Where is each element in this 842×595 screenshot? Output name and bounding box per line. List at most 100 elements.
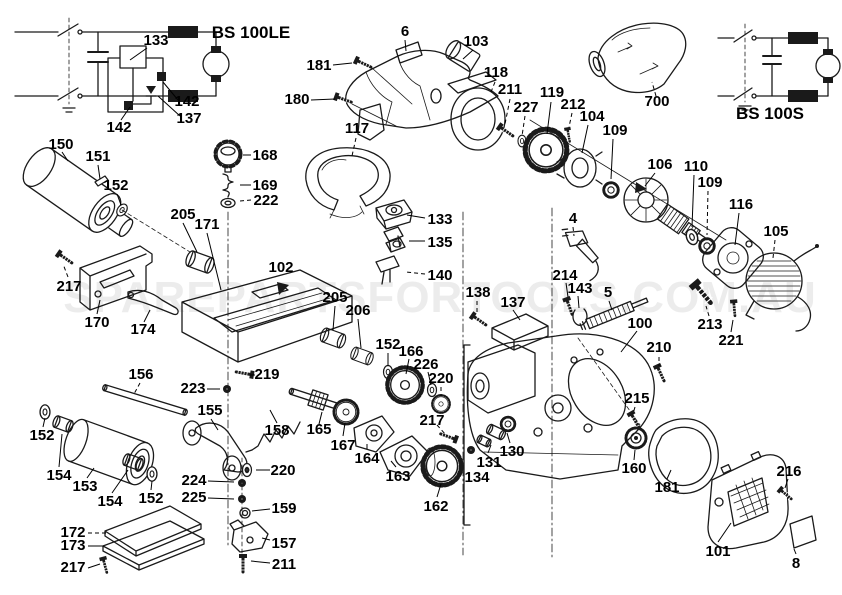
part-label-212: 212 (560, 96, 585, 113)
leader-line-131 (487, 444, 492, 454)
part-label-116: 116 (729, 196, 753, 213)
leader-line-174 (143, 309, 151, 323)
leader-line-225 (207, 497, 235, 500)
part-174-lever (127, 289, 179, 316)
leader-line-217 (62, 263, 69, 278)
part-label-166: 166 (398, 343, 423, 360)
leader-line-171 (206, 232, 222, 291)
leader-line-227 (521, 115, 526, 137)
part-8-plate (789, 515, 817, 549)
part-label-131: 131 (476, 454, 501, 471)
leader-line-153 (86, 467, 95, 479)
part-label-227: 227 (513, 99, 538, 116)
arrow-102 (277, 282, 289, 295)
part-label-140: 140 (427, 267, 452, 284)
part-130-spacer (485, 423, 507, 441)
part-label-155: 155 (197, 402, 222, 419)
part-217-screw-a (53, 247, 76, 268)
leader-line-6 (404, 39, 407, 52)
leader-line-181 (332, 62, 353, 66)
part-label-152: 152 (138, 490, 163, 507)
part-label-110: 110 (684, 158, 708, 175)
part-labels: 1331421371421501511521681692222051712171… (29, 23, 801, 576)
leader-line-211 (504, 98, 511, 125)
leader-line-5 (608, 300, 613, 311)
leader-line-163 (390, 460, 397, 468)
part-162-pulley (423, 447, 461, 485)
leader-line-137 (512, 309, 521, 321)
arrow-106 (635, 182, 647, 193)
leader-line-154 (111, 469, 129, 494)
part-label-165: 165 (306, 421, 331, 438)
leader-line-166 (405, 358, 410, 375)
part-label-217: 217 (60, 559, 85, 576)
model-label-bs100le: BS 100LE (212, 23, 290, 42)
part-109-bearing (601, 180, 621, 200)
leader-line-213 (705, 305, 710, 317)
part-160-pulley (624, 426, 648, 450)
part-label-4: 4 (569, 210, 578, 227)
part-158-spring (245, 421, 301, 453)
leader-line-224 (207, 480, 235, 483)
part-6-sticker (395, 41, 423, 64)
part-label-109: 109 (697, 174, 722, 191)
part-label-103: 103 (463, 33, 488, 50)
part-label-206: 206 (345, 302, 370, 319)
part-223-nut (222, 384, 232, 394)
part-219-screw (233, 366, 257, 381)
leader-line-150 (61, 151, 69, 162)
part-131-washer (466, 445, 476, 455)
leader-line-217 (436, 424, 447, 436)
gear-cluster (494, 119, 727, 241)
part-131-bushing (476, 434, 492, 448)
part-label-152: 152 (29, 427, 54, 444)
part-167-gear (332, 398, 360, 426)
part-170-bracket (79, 245, 153, 311)
part-label-104: 104 (579, 108, 605, 125)
part-216-screw (775, 484, 795, 504)
part-label-8: 8 (792, 555, 800, 572)
part-label-106: 106 (647, 156, 672, 173)
leader-line-160 (633, 449, 636, 461)
leader-line-170 (96, 299, 101, 315)
part-label-133: 133 (427, 211, 452, 228)
part-label-130: 130 (499, 443, 524, 460)
part-222-washer (220, 197, 236, 209)
leader-line-118 (490, 81, 496, 93)
leader-line-142 (162, 81, 179, 101)
leader-line-156 (133, 382, 141, 395)
leader-line-215 (632, 406, 636, 415)
part-label-170: 170 (84, 314, 109, 331)
part-label-181: 181 (306, 57, 331, 74)
circuit-bs100s (717, 23, 841, 111)
part-label-221: 221 (718, 332, 743, 349)
part-205-roller-a (185, 250, 215, 274)
part-label-135: 135 (427, 234, 452, 251)
model-label-bs100s: BS 100S (736, 104, 804, 123)
leader-line-214 (565, 282, 569, 298)
leader-line-226 (427, 371, 432, 386)
part-label-118: 118 (484, 64, 508, 81)
leader-line-154 (58, 433, 63, 468)
part-label-215: 215 (624, 390, 649, 407)
part-164-plate (353, 415, 395, 453)
part-700-dust-elbow (588, 22, 687, 94)
part-211-screw (494, 120, 517, 141)
leader-line-205 (182, 222, 198, 253)
part-label-156: 156 (128, 366, 153, 383)
leader-line-105 (772, 239, 776, 259)
leader-line-162 (436, 483, 442, 498)
part-label-164: 164 (354, 450, 380, 467)
leader-line-181 (666, 469, 672, 480)
circuit-bs100le (14, 17, 230, 113)
part-label-217: 217 (56, 278, 81, 295)
part-label-220: 220 (270, 462, 295, 479)
part-103-top-cover (331, 40, 506, 151)
leader-line-104 (581, 124, 589, 154)
part-label-105: 105 (763, 223, 788, 240)
part-label-143: 143 (567, 280, 592, 297)
part-label-219: 219 (254, 366, 279, 383)
part-169-spring (222, 173, 234, 198)
part-163-plate (379, 435, 429, 477)
